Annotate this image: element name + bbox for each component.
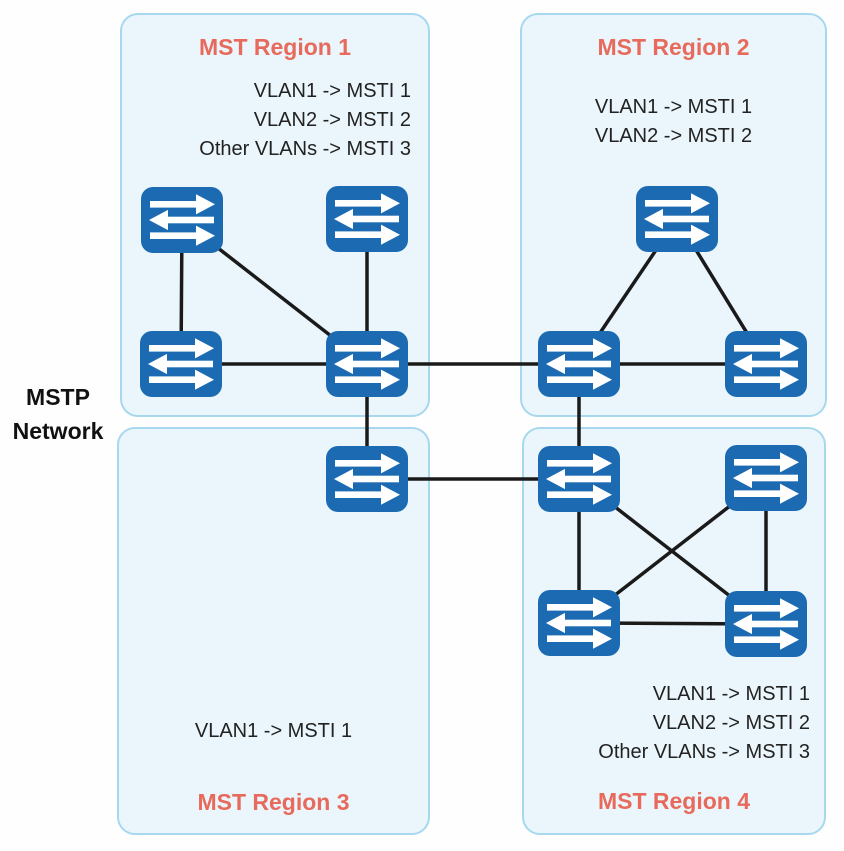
vlan-mapping-line: Other VLANs -> MSTI 3	[199, 138, 411, 160]
network-label-line-1: MSTP	[26, 384, 90, 410]
switch-icon	[140, 331, 222, 397]
region-1-title: MST Region 1	[198, 34, 352, 60]
switch-icon	[538, 446, 620, 512]
switch-icon	[326, 186, 408, 252]
switch-icon	[725, 331, 807, 397]
switch-icon	[538, 590, 620, 656]
region-3-vlan-mappings: VLAN1 -> MSTI 1	[119, 717, 428, 746]
vlan-mapping-line: VLAN1 -> MSTI 1	[253, 80, 411, 102]
region-2-vlan-mappings: VLAN1 -> MSTI 1 VLAN2 -> MSTI 2	[522, 93, 825, 151]
vlan-mapping-line: VLAN2 -> MSTI 2	[652, 712, 810, 734]
region-3-title: MST Region 3	[197, 789, 350, 815]
vlan-mapping-line: VLAN1 -> MSTI 1	[194, 720, 353, 742]
vlan-mapping-line: VLAN2 -> MSTI 2	[253, 109, 411, 131]
vlan-mapping-line: VLAN1 -> MSTI 1	[594, 96, 753, 118]
switch-icon	[326, 446, 408, 512]
vlan-mapping-line: VLAN1 -> MSTI 1	[652, 683, 810, 705]
switch-icon	[725, 591, 807, 657]
switch-icon	[141, 187, 223, 253]
region-4-vlan-mappings: VLAN1 -> MSTI 1 VLAN2 -> MSTI 2 Other VL…	[524, 680, 824, 767]
vlan-mapping-line: Other VLANs -> MSTI 3	[598, 741, 810, 763]
network-label: MSTP Network	[2, 380, 114, 448]
switch-icon	[725, 445, 807, 511]
switch-icon	[326, 331, 408, 397]
switch-icon	[636, 186, 718, 252]
region-4-title: MST Region 4	[597, 788, 751, 814]
vlan-mapping-line: VLAN2 -> MSTI 2	[594, 125, 753, 147]
region-2-title: MST Region 2	[597, 34, 750, 60]
region-1-vlan-mappings: VLAN1 -> MSTI 1 VLAN2 -> MSTI 2 Other VL…	[122, 77, 428, 164]
network-label-line-2: Network	[12, 418, 104, 444]
switch-icon	[538, 331, 620, 397]
